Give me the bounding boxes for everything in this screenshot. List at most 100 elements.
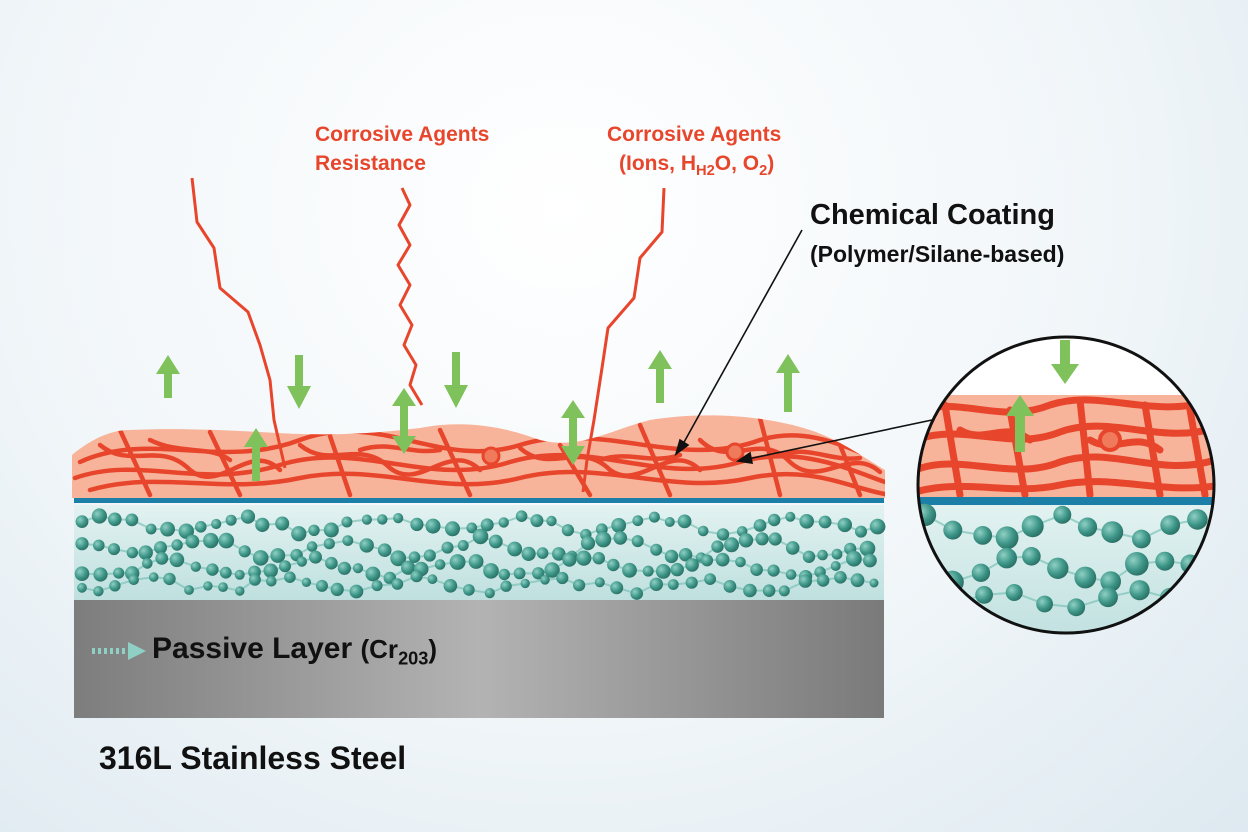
particle [126, 546, 138, 559]
label-corrosive-agents: Corrosive Agents (Ions, HH2O, O2) [607, 120, 781, 182]
arrow-down-icon [287, 355, 311, 409]
particle [544, 562, 560, 578]
arrow-up-icon [244, 428, 268, 481]
particle [532, 567, 545, 580]
particle [275, 516, 290, 531]
particle [466, 522, 478, 534]
corrosive-agent-paths [190, 177, 666, 493]
particle [218, 532, 235, 549]
particle [138, 545, 153, 560]
particle [434, 559, 446, 570]
particle [330, 582, 344, 597]
particle [284, 571, 296, 583]
particle [75, 537, 89, 551]
particle [630, 587, 643, 600]
particle [263, 563, 278, 578]
particle [631, 535, 644, 548]
particle [530, 514, 544, 528]
particle [520, 578, 530, 589]
particle [219, 566, 232, 579]
particle [125, 513, 139, 527]
particle [206, 563, 219, 576]
particle [427, 574, 438, 585]
particle [365, 566, 381, 582]
particle [817, 549, 828, 561]
particle [546, 515, 557, 527]
particle [163, 572, 176, 586]
particle [1022, 547, 1041, 566]
particle [195, 521, 207, 533]
particle [562, 552, 577, 567]
particle [371, 580, 383, 592]
particle [184, 585, 194, 595]
particle [670, 562, 684, 577]
particle [834, 571, 847, 584]
label-chemical-coating: Chemical Coating [810, 199, 1055, 231]
particle [743, 583, 757, 598]
particle [753, 519, 767, 532]
particle [234, 569, 245, 580]
particle [1067, 598, 1086, 617]
particle [488, 534, 503, 549]
particle [252, 550, 269, 566]
particle [1187, 509, 1208, 530]
steel-substrate [74, 600, 884, 718]
particle [341, 516, 353, 528]
particle [1036, 595, 1053, 613]
particle [798, 574, 812, 588]
particle [723, 580, 737, 593]
particle [918, 597, 936, 619]
label-resistance: Corrosive Agents Resistance [315, 120, 489, 179]
particle [556, 571, 569, 585]
particle [855, 525, 867, 538]
passive-layer-band [74, 505, 884, 600]
particle [480, 518, 494, 532]
particle [750, 563, 763, 576]
label-substrate: 316L Stainless Steel [99, 740, 407, 776]
particle [869, 518, 886, 535]
particle [1132, 529, 1151, 549]
particle [128, 574, 139, 586]
particle [648, 511, 660, 523]
particle [664, 517, 675, 527]
particle [445, 521, 460, 537]
particle [93, 539, 105, 552]
particle [711, 540, 724, 553]
particle [203, 581, 213, 591]
particle [1098, 587, 1118, 608]
particle [393, 513, 404, 524]
particle [500, 580, 512, 592]
particle [802, 550, 816, 563]
arrow-double-icon [392, 388, 416, 454]
particle [377, 543, 392, 557]
particle [685, 558, 699, 572]
particle [678, 548, 693, 562]
particle [323, 538, 335, 550]
particle [818, 515, 832, 529]
particle [869, 578, 879, 588]
particle [75, 515, 89, 528]
particle [816, 574, 830, 587]
particle [1053, 505, 1072, 524]
particle [1160, 515, 1181, 535]
particle [677, 514, 692, 529]
particle [785, 541, 800, 555]
particle [238, 545, 251, 558]
particle [918, 567, 935, 586]
particle [850, 573, 865, 588]
particle [361, 514, 372, 525]
particle [1100, 571, 1121, 592]
particle [91, 508, 107, 524]
particle [349, 584, 364, 599]
particle [390, 550, 407, 567]
particle [391, 578, 404, 590]
particle [457, 540, 469, 551]
particle [573, 579, 586, 592]
particle [513, 567, 526, 580]
particle [767, 564, 780, 577]
particle [664, 549, 679, 564]
particle [724, 537, 739, 553]
particle [484, 588, 495, 599]
particle [441, 541, 454, 554]
label-passive-layer: Passive Layer (Cr203) [152, 632, 438, 669]
